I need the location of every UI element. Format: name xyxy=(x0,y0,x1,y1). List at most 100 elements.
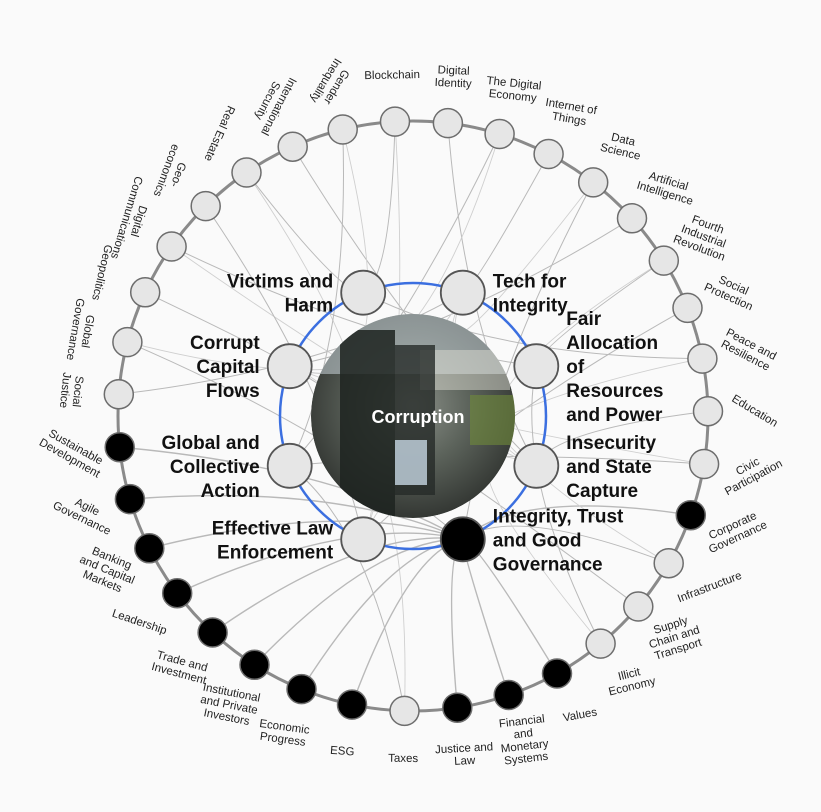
outer-node-digital-identity[interactable] xyxy=(432,107,464,139)
outer-label-global-governance[interactable]: GlobalGovernance xyxy=(64,297,99,363)
outer-label-internet-of-things[interactable]: Internet ofThings xyxy=(542,97,599,130)
outer-label-esg[interactable]: ESG xyxy=(330,745,355,759)
outer-node-geopolitics[interactable] xyxy=(129,277,161,308)
outer-label-geo-economics[interactable]: Geo-economics xyxy=(151,142,193,202)
outer-node-artificial-intelligence[interactable] xyxy=(616,203,648,234)
outer-node-fourth-industrial-revolution[interactable] xyxy=(648,245,680,276)
outer-label-education[interactable]: Education xyxy=(729,393,779,430)
outer-node-justice-and-law[interactable] xyxy=(442,692,473,723)
inner-node-capital[interactable] xyxy=(266,343,313,390)
outer-node-taxes[interactable] xyxy=(389,695,420,727)
outer-node-corporate-governance[interactable] xyxy=(675,499,707,531)
outer-node-institutional-and-private-investors[interactable] xyxy=(239,649,270,681)
connection-line xyxy=(451,182,594,336)
outer-label-justice-and-law[interactable]: Justice andLaw xyxy=(435,741,494,769)
outer-node-economic-progress[interactable] xyxy=(286,673,317,705)
connection-line xyxy=(144,291,291,367)
outer-node-international-security[interactable] xyxy=(277,131,308,162)
outer-node-values[interactable] xyxy=(541,658,573,689)
outer-node-social-justice[interactable] xyxy=(103,379,135,410)
outer-label-values[interactable]: Values xyxy=(562,706,598,724)
outer-node-financial-and-monetary-systems[interactable] xyxy=(493,679,524,711)
outer-label-economic-progress[interactable]: EconomicProgress xyxy=(257,718,311,749)
connection-line xyxy=(362,121,396,294)
outer-label-social-justice[interactable]: SocialJustice xyxy=(57,372,85,410)
outer-node-digital-communications[interactable] xyxy=(156,231,187,262)
outer-label-taxes[interactable]: Taxes xyxy=(388,753,418,765)
outer-label-fourth-industrial-revolution[interactable]: FourthIndustrialRevolution xyxy=(671,210,735,264)
connection-line xyxy=(289,129,345,467)
outer-label-infrastructure[interactable]: Infrastructure xyxy=(676,570,744,605)
connection-line xyxy=(487,456,601,644)
outer-label-illicit-economy[interactable]: IllicitEconomy xyxy=(605,663,658,698)
outer-node-global-governance[interactable] xyxy=(112,326,143,358)
inner-node-insecurity[interactable] xyxy=(513,442,560,489)
outer-label-digital-identity[interactable]: DigitalIdentity xyxy=(434,64,472,90)
inner-node-victims[interactable] xyxy=(340,269,387,316)
outer-node-geo-economics[interactable] xyxy=(190,190,221,222)
outer-node-trade-and-investment[interactable] xyxy=(197,617,228,648)
inner-node-collective[interactable] xyxy=(266,442,313,489)
outer-node-data-science[interactable] xyxy=(577,167,609,198)
outer-node-infrastructure[interactable] xyxy=(653,547,684,579)
outer-node-civic-participation[interactable] xyxy=(688,448,720,480)
outer-node-sustainable-development[interactable] xyxy=(104,431,135,463)
outer-node-real-estate[interactable] xyxy=(231,157,262,188)
inner-node-law[interactable] xyxy=(340,516,387,563)
outer-label-data-science[interactable]: DataScience xyxy=(599,130,644,163)
connection-line xyxy=(149,520,464,549)
outer-label-trade-and-investment[interactable]: Trade andInvestment xyxy=(150,649,211,688)
outer-node-education[interactable] xyxy=(692,395,724,427)
outer-node-social-protection[interactable] xyxy=(672,292,703,324)
outer-label-financial-and-monetary-systems[interactable]: FinancialandMonetarySystems xyxy=(497,713,551,768)
outer-node-agile-governance[interactable] xyxy=(114,483,146,515)
outer-label-supply-chain-and-transport[interactable]: SupplyChain andTransport xyxy=(644,612,705,663)
inner-node-integrity[interactable] xyxy=(439,516,486,563)
outer-label-real-estate[interactable]: Real Estate xyxy=(202,104,237,163)
outer-label-agile-governance[interactable]: AgileGovernance xyxy=(51,488,118,538)
outer-node-supply-chain-and-transport[interactable] xyxy=(623,591,654,622)
outer-node-blockchain[interactable] xyxy=(379,106,411,137)
outer-node-peace-and-resilience[interactable] xyxy=(687,343,718,374)
outer-node-illicit-economy[interactable] xyxy=(585,628,616,659)
outer-label-gender-inequality[interactable]: GenderInequality xyxy=(307,56,354,111)
inner-node-tech[interactable] xyxy=(439,269,486,316)
outer-label-digital-communications[interactable]: DigitalCommunications xyxy=(108,175,156,264)
outer-node-banking-and-capital-markets[interactable] xyxy=(134,533,165,564)
outer-label-international-security[interactable]: InternationalSecurity xyxy=(247,69,298,137)
inner-node-fair[interactable] xyxy=(513,343,560,390)
outer-node-internet-of-things[interactable] xyxy=(533,138,564,170)
center-topic-label[interactable]: Corruption xyxy=(372,407,465,427)
connection-line xyxy=(176,532,463,594)
inner-ring xyxy=(278,281,548,551)
connection-line xyxy=(531,366,602,644)
outer-label-institutional-and-private-investors[interactable]: Institutionaland PrivateInvestors xyxy=(197,681,261,729)
outer-label-leadership[interactable]: Leadership xyxy=(110,608,168,638)
outer-node-leadership[interactable] xyxy=(161,577,193,609)
outer-label-social-protection[interactable]: SocialProtection xyxy=(702,270,759,314)
outer-label-blockchain[interactable]: Blockchain xyxy=(364,69,420,82)
outer-node-the-digital-economy[interactable] xyxy=(484,118,515,150)
outer-label-civic-participation[interactable]: CivicParticipation xyxy=(717,447,784,499)
connection-line xyxy=(129,494,464,540)
outer-label-peace-and-resilience[interactable]: Peace andResilience xyxy=(718,327,778,374)
outer-label-sustainable-development[interactable]: SustainableDevelopment xyxy=(37,426,109,481)
connection-line xyxy=(351,538,463,705)
outer-node-esg[interactable] xyxy=(336,689,368,720)
outer-label-the-digital-economy[interactable]: The DigitalEconomy xyxy=(485,75,542,105)
outer-label-artificial-intelligence[interactable]: ArtificialIntelligence xyxy=(635,168,698,208)
outer-label-banking-and-capital-markets[interactable]: Bankingand CapitalMarkets xyxy=(73,542,141,598)
outer-node-gender-inequality[interactable] xyxy=(327,114,358,145)
outer-label-corporate-governance[interactable]: CorporateGovernance xyxy=(702,508,769,556)
